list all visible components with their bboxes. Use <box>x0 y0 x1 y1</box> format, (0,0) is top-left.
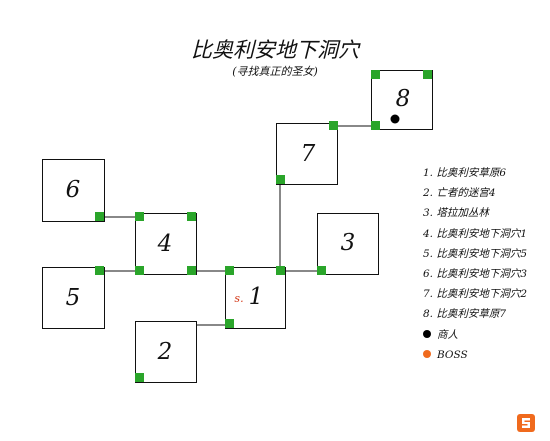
door-marker <box>276 266 285 275</box>
door-marker <box>95 212 104 221</box>
door-marker <box>225 319 234 328</box>
legend-item: 3. 塔拉加丛林 <box>423 203 527 223</box>
legend-merchant: 商人 <box>423 325 527 345</box>
site-logo-icon <box>517 414 535 432</box>
merchant-dot-icon <box>423 329 431 338</box>
legend-text: 1. 比奥利安草原6 <box>423 167 507 179</box>
room-7-number: 7 <box>301 141 316 167</box>
room-2-number: 2 <box>157 339 173 365</box>
legend-text: 8. 比奥利安草原7 <box>423 308 507 321</box>
door-marker <box>317 266 326 275</box>
room-4-box <box>135 213 197 275</box>
legend-item: 2. 亡者的迷宫4 <box>423 183 527 203</box>
legend-text: 6. 比奥利安地下洞穴3 <box>423 267 528 280</box>
door-marker <box>329 121 338 130</box>
room-1-box <box>225 267 286 329</box>
map-title: 比奥利安地下洞穴 <box>191 38 359 62</box>
door-marker <box>276 175 285 184</box>
legend-item: 8. 比奥利安草原7 <box>423 304 527 324</box>
legend-item: 1. 比奥利安草原6 <box>423 163 527 183</box>
merchant-marker <box>390 114 400 124</box>
door-marker <box>371 121 380 130</box>
room-4-number: 4 <box>157 231 173 257</box>
room-6-box <box>42 159 105 222</box>
legend-item: 7. 比奥利安地下洞穴2 <box>423 284 527 304</box>
legend-text: BOSS <box>437 348 468 361</box>
room-7-box <box>276 123 338 185</box>
room-5-box <box>42 267 105 329</box>
door-marker <box>423 70 432 79</box>
legend-text: 商人 <box>437 328 458 341</box>
legend-boss: BOSS <box>423 345 527 365</box>
room-8-box <box>371 70 433 130</box>
room-6-number: 6 <box>66 177 81 203</box>
legend-text: 7. 比奥利安地下洞穴2 <box>423 288 528 301</box>
door-marker <box>135 266 144 275</box>
door-marker <box>187 212 196 221</box>
door-marker <box>135 373 144 382</box>
room-3-number: 3 <box>341 230 356 256</box>
legend: 1. 比奥利安草原6 2. 亡者的迷宫4 3. 塔拉加丛林 4. 比奥利安地下洞穴1 5… <box>423 163 527 365</box>
room-3-box <box>317 213 379 275</box>
legend-text: 2. 亡者的迷宫4 <box>423 187 496 200</box>
map-subtitle: (寻找真正的圣女) <box>232 65 318 78</box>
room-8-number: 8 <box>396 86 411 112</box>
legend-text: 5. 比奥利安地下洞穴5 <box>423 247 528 260</box>
door-marker <box>135 212 144 221</box>
room-2-box <box>135 321 197 383</box>
door-marker <box>225 266 234 275</box>
door-marker <box>187 266 196 275</box>
legend-item: 4. 比奥利安地下洞穴1 <box>423 224 527 244</box>
door-marker <box>371 70 380 79</box>
room-5-number: 5 <box>66 285 81 311</box>
legend-text: 3. 塔拉加丛林 <box>423 207 489 220</box>
start-marker: s. <box>234 292 243 305</box>
legend-item: 6. 比奥利安地下洞穴3 <box>423 264 527 284</box>
door-marker <box>95 266 104 275</box>
room-1-number: 1 <box>249 284 264 310</box>
legend-text: 4. 比奥利安地下洞穴1 <box>423 227 528 240</box>
legend-item: 5. 比奥利安地下洞穴5 <box>423 244 527 264</box>
boss-dot-icon <box>423 349 431 358</box>
